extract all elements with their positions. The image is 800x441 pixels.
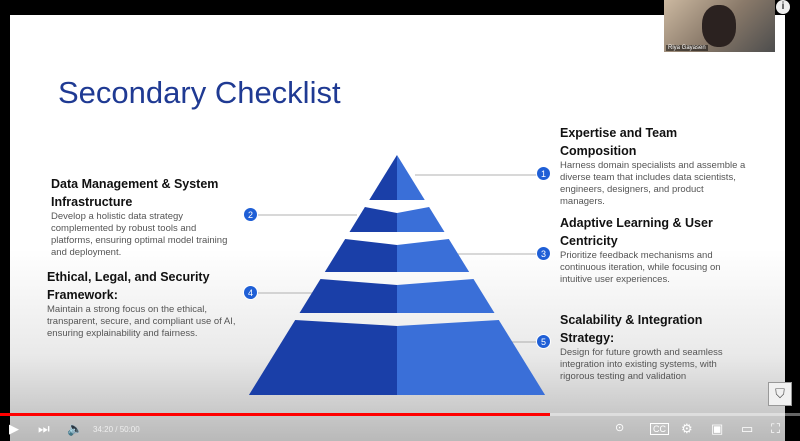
item-body: Design for future growth and seamless in…: [560, 347, 723, 382]
step-badge-4: 4: [243, 285, 258, 300]
pyramid-tier-1-right: [397, 155, 425, 200]
item-body: Prioritize feedback mechanisms and conti…: [560, 250, 721, 285]
play-icon[interactable]: ▶: [9, 421, 19, 436]
item-heading: Expertise and Team Composition: [560, 126, 678, 158]
pyramid-tier-3-right: [397, 239, 470, 272]
item-heading: Scalability & Integration Strategy:: [560, 313, 703, 345]
autoplay-toggle[interactable]: ⊙: [615, 422, 625, 434]
pyramid-tier-2-right: [397, 207, 445, 232]
channel-watermark-icon[interactable]: ⛉: [768, 382, 792, 406]
volume-icon[interactable]: 🔈: [67, 421, 84, 436]
pyramid-tier-4-right: [397, 279, 495, 313]
pyramid-tier-5-right: [397, 320, 546, 395]
next-icon[interactable]: ⏭: [38, 421, 50, 436]
pyramid-tier-3-left: [324, 239, 397, 272]
item-heading: Adaptive Learning & User Centricity: [560, 216, 713, 248]
presenter-video: [702, 5, 736, 47]
info-icon[interactable]: i: [776, 0, 790, 14]
captions-icon[interactable]: CC: [650, 423, 669, 435]
presenter-name: Riya Gayasen: [666, 45, 708, 51]
item-body: Harness domain specialists and assemble …: [560, 160, 746, 207]
pyramid-tier-1-left: [369, 155, 397, 200]
pyramid-tier-4-left: [299, 279, 397, 313]
progress-fill: [0, 413, 550, 416]
slide-title: Secondary Checklist: [58, 75, 341, 110]
item-body: Maintain a strong focus on the ethical, …: [47, 304, 236, 339]
step-badge-5: 5: [536, 334, 551, 349]
item-body: Develop a holistic data strategy complem…: [51, 211, 228, 258]
fullscreen-icon[interactable]: ⛶: [771, 421, 781, 436]
pyramid-tier-5-left: [248, 320, 397, 395]
item-5: Scalability & Integration Strategy:Desig…: [560, 311, 745, 383]
player-controls: ▶ ⏭ 🔈 34:20 / 50:00 ⊙ CC ⚙ ▣ ▭ ⛶: [0, 418, 800, 441]
miniplayer-icon[interactable]: ▣: [711, 421, 724, 436]
item-heading: Data Management & System Infrastructure: [51, 177, 219, 209]
progress-bar[interactable]: [0, 413, 800, 416]
time-display: 34:20 / 50:00: [93, 425, 140, 434]
step-badge-1: 1: [536, 166, 551, 181]
theater-mode-icon[interactable]: ▭: [741, 421, 754, 436]
item-heading: Ethical, Legal, and Security Framework:: [47, 270, 210, 302]
step-badge-2: 2: [243, 207, 258, 222]
pyramid-tier-2-left: [349, 207, 397, 232]
step-badge-3: 3: [536, 246, 551, 261]
item-4: Ethical, Legal, and Security Framework:M…: [47, 268, 237, 340]
webcam-overlay: Riya Gayasen: [664, 0, 775, 52]
settings-icon[interactable]: ⚙: [681, 421, 693, 436]
